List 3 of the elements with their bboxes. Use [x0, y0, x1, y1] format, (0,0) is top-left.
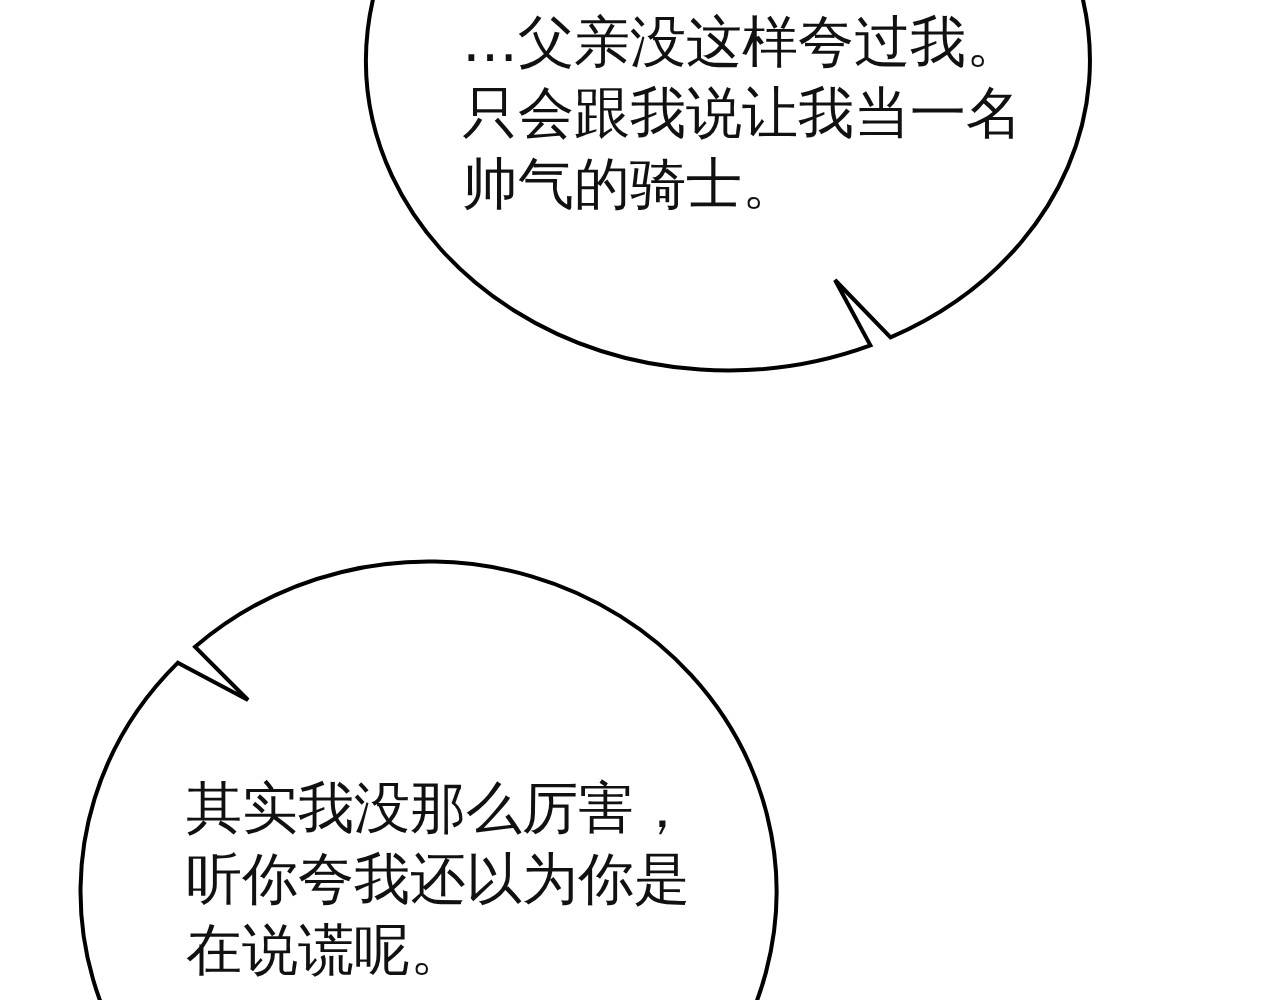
- dialogue-text: 其实我没那么厉害，听你夸我还以为你是在说谎呢。: [186, 774, 691, 984]
- speech-bubble: [78, 560, 778, 1000]
- dialogue-text: …父亲没这样夸过我。只会跟我说让我当一名帅气的骑士。: [462, 8, 1023, 218]
